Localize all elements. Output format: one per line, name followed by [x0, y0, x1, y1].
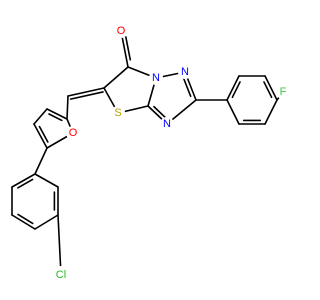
- bond-layer: [11, 30, 284, 276]
- bond-fluorophenyl-c1-c2: [226, 75, 240, 101]
- bond-chlorophenyl-c1-c2: [34, 173, 59, 188]
- bond-c5-ch: [67, 87, 105, 97]
- bond-fluorophenyl-c6-c1: [226, 99, 240, 125]
- atom-chlorine: Cl: [52, 266, 70, 284]
- bond-chlorophenyl-c4-c5-inner: [17, 213, 34, 225]
- atom-carbonyl-oxygen: O: [114, 24, 128, 38]
- atom-label-n-bridge: N: [152, 72, 160, 84]
- bond-c5-ch-inner: [69, 91, 104, 100]
- atom-label-layer: O N N N S O F Cl: [52, 24, 290, 284]
- bond-chlorophenyl-c3-c4: [34, 214, 59, 230]
- bond-furan-c4-c3: [33, 108, 48, 125]
- bond-furan-c5-c4-inner: [38, 125, 49, 143]
- atom-label-n-triazole-bottom: N: [163, 118, 171, 130]
- atom-label-s-thiazole: S: [114, 107, 121, 119]
- bond-fluorophenyl-c1-c2-inner: [231, 81, 241, 99]
- bond-furan-c3-c2: [46, 108, 68, 120]
- molecule-structure-diagram: O N N N S O F Cl: [11, 24, 290, 284]
- bond-fluorophenyl-c3-c4-inner: [263, 81, 273, 99]
- bond-chlorophenyl-c4-c5: [11, 214, 36, 230]
- bond-fluorophenyl-c4-c5: [264, 99, 278, 125]
- bond-c5-c6: [103, 66, 129, 89]
- bond-chlorophenyl-c6-c1: [11, 173, 36, 188]
- bond-furan-c3-c2-inner: [48, 113, 63, 122]
- bond-fluorophenyl-c3-c4: [264, 75, 278, 101]
- atom-label-o-carbonyl: O: [117, 25, 126, 37]
- bond-chlorophenyl-c6-c1-inner: [17, 178, 34, 189]
- atom-thiazole-sulfur: S: [111, 106, 125, 120]
- atom-label-n-triazole-top: N: [181, 66, 189, 78]
- atom-fluorine: F: [276, 85, 290, 99]
- atom-triazole-bottom-nitrogen: N: [160, 117, 174, 131]
- bond-ch-furan-c2: [66, 95, 69, 120]
- atom-label-fluorine: F: [280, 86, 287, 98]
- bond-n3-c3a-inner: [153, 105, 167, 119]
- bond-furan-c5-aryl: [34, 147, 48, 175]
- bond-n1-c2-inner: [182, 77, 192, 98]
- bond-c6-o-carbonyl-inner: [124, 35, 132, 61]
- bond-chlorophenyl-cl: [57, 214, 62, 276]
- atom-triazole-top-nitrogen: N: [178, 65, 192, 79]
- atom-label-o-furan: O: [69, 127, 78, 139]
- atom-furan-oxygen: O: [66, 126, 80, 140]
- bond-furan-c5-c4: [33, 123, 48, 149]
- atom-bridge-nitrogen: N: [149, 71, 163, 85]
- atom-label-chlorine: Cl: [56, 269, 66, 281]
